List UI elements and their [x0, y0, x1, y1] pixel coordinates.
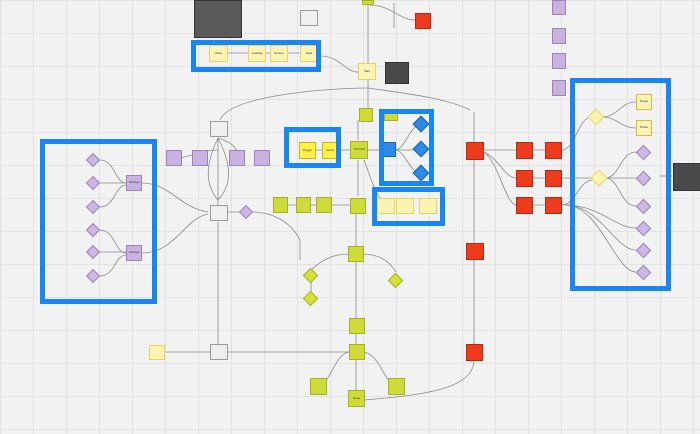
diagram-node[interactable]: [362, 0, 374, 5]
diagram-node[interactable]: [388, 378, 405, 395]
diagram-node[interactable]: [419, 198, 437, 214]
diagram-node[interactable]: [466, 142, 484, 160]
selection-box-blue-group[interactable]: [379, 109, 434, 186]
diagram-node[interactable]: [396, 198, 414, 214]
diagram-node[interactable]: [229, 150, 245, 166]
diagram-node[interactable]: [552, 28, 566, 44]
diagram-node[interactable]: [349, 318, 365, 334]
chain-node-1[interactable]: Video: [209, 45, 228, 62]
diagram-node[interactable]: [466, 243, 484, 260]
diagram-node[interactable]: [273, 197, 288, 213]
diagram-node[interactable]: [552, 80, 566, 96]
diagram-node[interactable]: [210, 121, 228, 137]
diagram-node[interactable]: [192, 150, 208, 166]
diagram-node[interactable]: [545, 170, 562, 187]
selection-box-center-pair[interactable]: [284, 127, 341, 168]
diagram-node[interactable]: [466, 344, 483, 361]
diagram-node[interactable]: [552, 53, 566, 69]
left-group-node-b[interactable]: Settings: [126, 245, 142, 261]
diagram-node[interactable]: [545, 197, 562, 214]
chain-node-3[interactable]: Screen: [270, 45, 288, 62]
center-yellow-node-1[interactable]: Trigger: [299, 142, 316, 159]
image-tile[interactable]: [385, 62, 409, 84]
selection-box-top-chain[interactable]: [191, 40, 321, 72]
hub-node[interactable]: Start: [358, 63, 376, 80]
diagram-node[interactable]: [545, 142, 562, 159]
diagram-node[interactable]: [149, 345, 165, 360]
image-tile[interactable]: [194, 0, 242, 38]
selection-box-right-group[interactable]: [570, 78, 671, 291]
diagram-node[interactable]: [516, 197, 533, 214]
image-tile[interactable]: [673, 163, 700, 191]
diagram-node[interactable]: [516, 170, 533, 187]
diagram-node[interactable]: [300, 10, 318, 26]
center-lime-node[interactable]: API Call: [350, 141, 368, 159]
diagram-node[interactable]: [310, 378, 327, 395]
bottom-lime-node[interactable]: Done: [348, 390, 365, 407]
diagram-node[interactable]: [348, 246, 364, 262]
selection-box-left-group[interactable]: [40, 139, 157, 304]
chain-node-2[interactable]: Loading: [248, 45, 266, 62]
diagram-node[interactable]: [415, 13, 431, 29]
right-group-node-2[interactable]: Panel: [636, 120, 652, 136]
left-group-node-a[interactable]: Settings: [126, 175, 142, 191]
diagram-node[interactable]: [359, 108, 373, 122]
diagram-node[interactable]: [210, 205, 228, 221]
diagram-node[interactable]: [350, 198, 366, 214]
diagram-node[interactable]: [254, 150, 270, 166]
diagram-node[interactable]: [210, 344, 228, 360]
diagram-node[interactable]: [166, 150, 182, 166]
selection-box-pale-trio[interactable]: [372, 187, 445, 226]
diagram-node[interactable]: [552, 0, 566, 15]
diagram-node[interactable]: [377, 198, 395, 214]
diagram-node[interactable]: [349, 344, 365, 360]
diagram-node[interactable]: [516, 142, 533, 159]
diagram-node[interactable]: [296, 197, 311, 213]
right-group-node-1[interactable]: Panel: [636, 94, 652, 110]
diagram-node[interactable]: [316, 197, 332, 213]
